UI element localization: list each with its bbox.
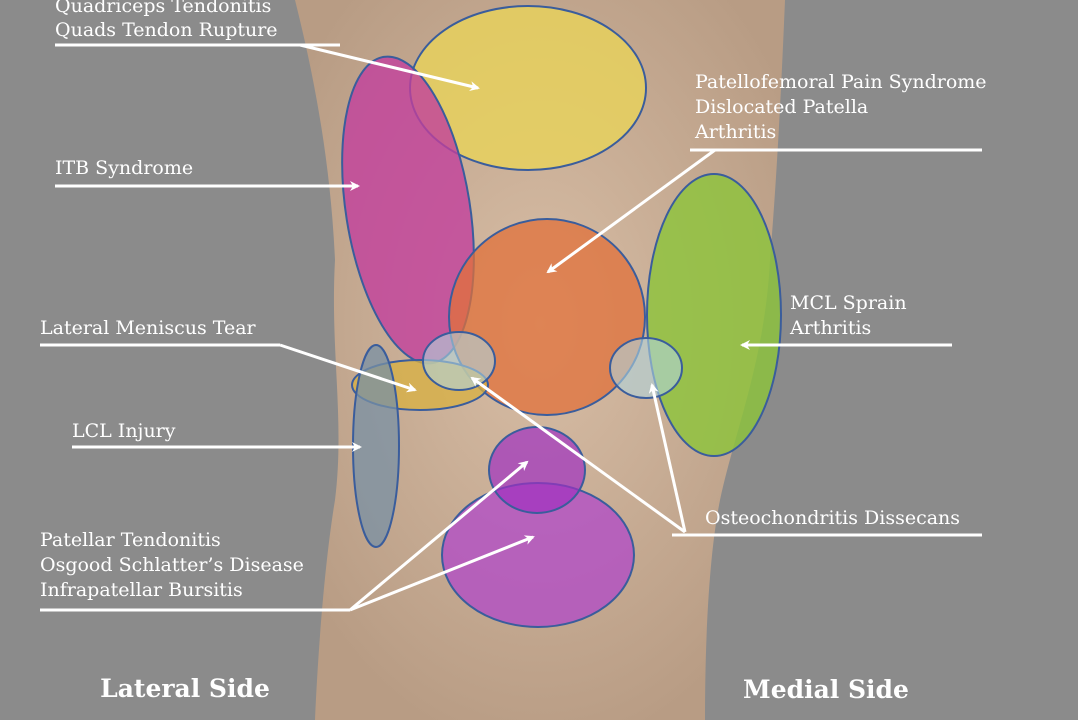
label-patellofemoral-2: Dislocated Patella bbox=[695, 96, 868, 118]
label-lateral-meniscus: Lateral Meniscus Tear bbox=[40, 317, 257, 339]
label-patellar-1: Patellar Tendonitis bbox=[40, 529, 221, 551]
arrow-patellar-tendon bbox=[349, 460, 529, 612]
label-quadriceps-1: Quadriceps Tendonitis bbox=[55, 0, 271, 17]
label-patellofemoral-1: Patellofemoral Pain Syndrome bbox=[695, 71, 987, 93]
label-patellar-2: Osgood Schlatter’s Disease bbox=[40, 554, 304, 576]
label-mcl-2: Arthritis bbox=[789, 317, 871, 339]
arrow-patellofemoral bbox=[546, 148, 716, 274]
arrow-patellar-bursa bbox=[349, 535, 535, 612]
zone-osteochondritis-medial[interactable] bbox=[609, 337, 683, 399]
zone-osteochondritis-lateral[interactable] bbox=[422, 331, 496, 391]
lateral-side-label: Lateral Side bbox=[100, 674, 270, 703]
label-patellofemoral-3: Arthritis bbox=[694, 121, 776, 143]
label-lcl: LCL Injury bbox=[72, 420, 176, 442]
arrow-quadriceps bbox=[299, 43, 480, 91]
zone-mcl[interactable] bbox=[646, 173, 782, 457]
medial-side-label: Medial Side bbox=[743, 675, 909, 704]
label-mcl-1: MCL Sprain bbox=[790, 292, 907, 314]
label-patellar-3: Infrapatellar Bursitis bbox=[40, 579, 243, 601]
label-osteochondritis: Osteochondritis Dissecans bbox=[705, 507, 960, 529]
arrow-lateral-meniscus bbox=[279, 343, 417, 393]
zone-patella[interactable] bbox=[448, 218, 646, 416]
arrow-osteochondritis-medial bbox=[648, 383, 687, 533]
label-quadriceps-2: Quads Tendon Rupture bbox=[55, 19, 278, 41]
arrow-osteochondritis-lateral bbox=[470, 376, 686, 534]
label-itb: ITB Syndrome bbox=[55, 157, 193, 179]
zone-patellar-tendon[interactable] bbox=[488, 426, 586, 514]
